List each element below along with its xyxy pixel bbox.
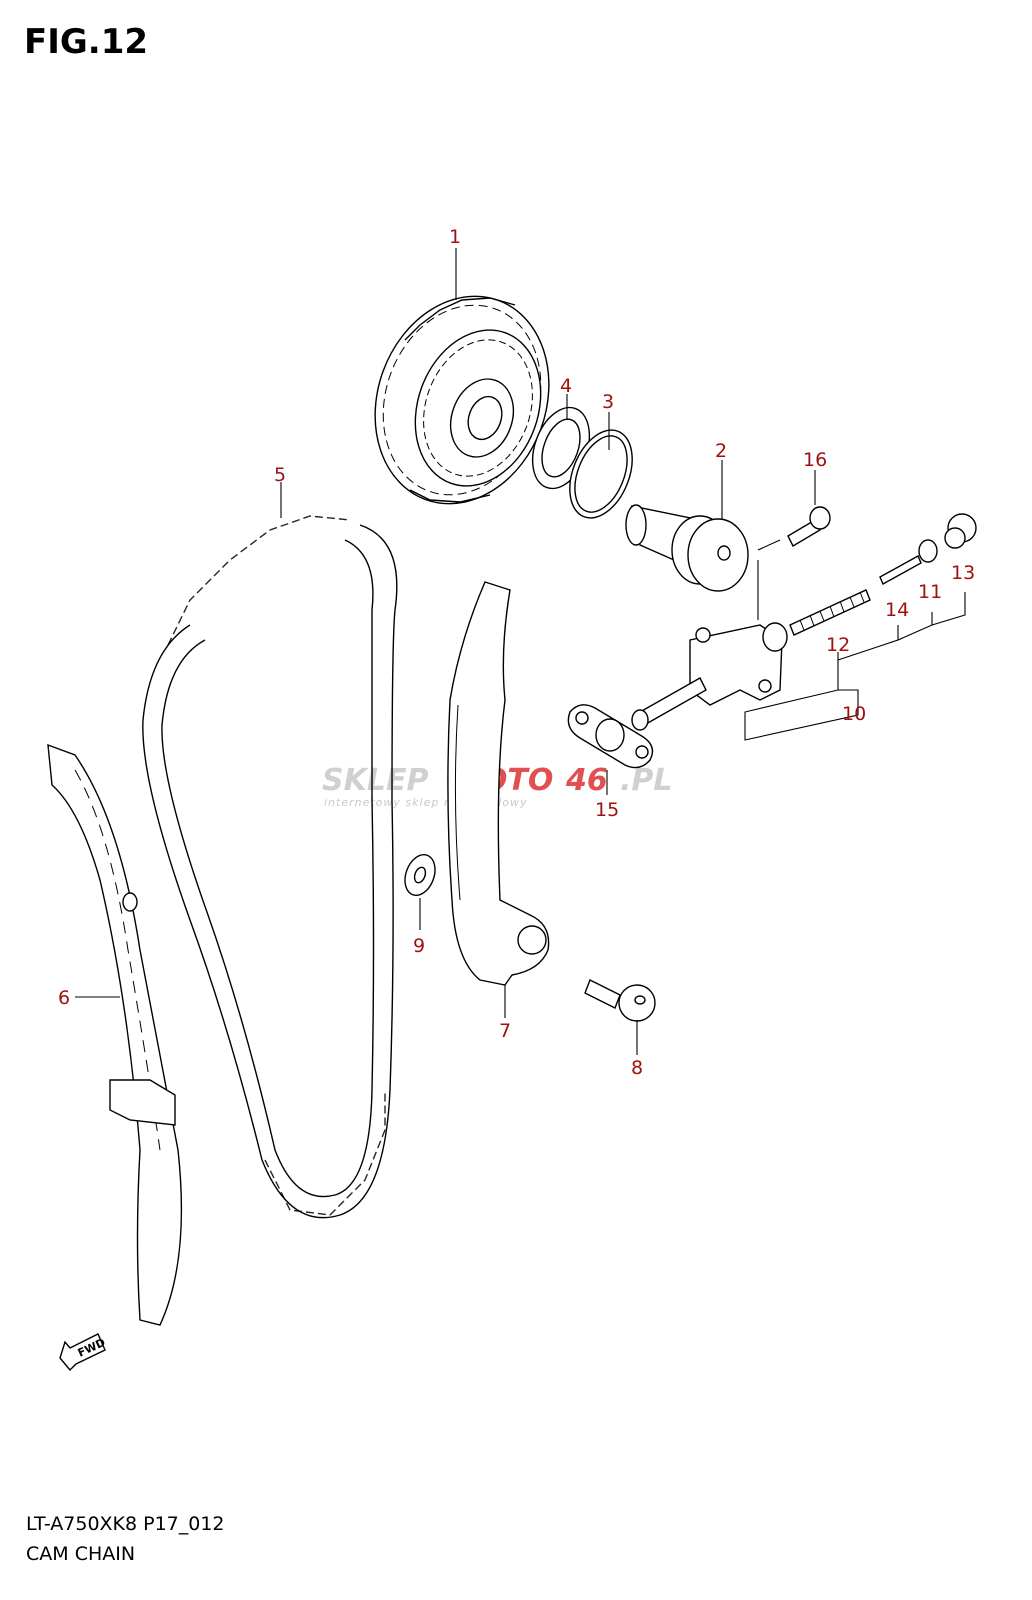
part-1-idler-gear [374,295,550,505]
part-16-bolt [787,506,831,547]
callout-10: 10 [842,703,866,725]
part-13-plug-bolt [944,513,977,549]
callout-8: 8 [631,1057,643,1079]
callout-4: 4 [560,375,572,397]
part-7-tensioner-guide [447,581,550,986]
callout-12: 12 [826,634,850,656]
callout-6: 6 [58,987,70,1009]
callout-13: 13 [951,562,975,584]
callout-9: 9 [413,935,425,957]
part-12-spring [789,589,871,636]
part-6-chain-guide [47,743,183,1326]
part-5-cam-chain [142,515,398,1219]
fwd-arrow: FWD [59,1333,107,1372]
part-11-gasket [918,539,938,563]
part-14-rod [879,555,922,585]
figure-title: FIG.12 [24,22,149,62]
part-9-washer [404,853,436,897]
part-3-o-ring [569,429,633,519]
callout-11: 11 [918,581,942,603]
callout-14: 14 [885,599,909,621]
section-name: CAM CHAIN [26,1543,136,1565]
watermark-text-3: 46 [565,763,608,798]
watermark-text-4: .PL [620,763,673,798]
callout-3: 3 [602,391,614,413]
part-10-tensioner [631,622,788,731]
watermark-text-1: SKLEP [322,763,428,798]
callout-15: 15 [595,799,619,821]
callout-16: 16 [803,449,827,471]
leader-lines [75,248,966,1055]
callout-5: 5 [274,464,286,486]
callout-7: 7 [499,1020,511,1042]
part-8-bolt [584,979,656,1022]
callouts: 1 2 3 4 5 6 7 8 9 10 11 12 13 14 15 16 [58,226,975,1079]
part-2-shaft [625,504,749,592]
part-15-gasket [567,704,654,769]
callout-1: 1 [449,226,461,248]
callout-2: 2 [715,440,727,462]
page-code: P17_012 [143,1513,225,1535]
model-number: LT-A750XK8 [26,1513,138,1535]
